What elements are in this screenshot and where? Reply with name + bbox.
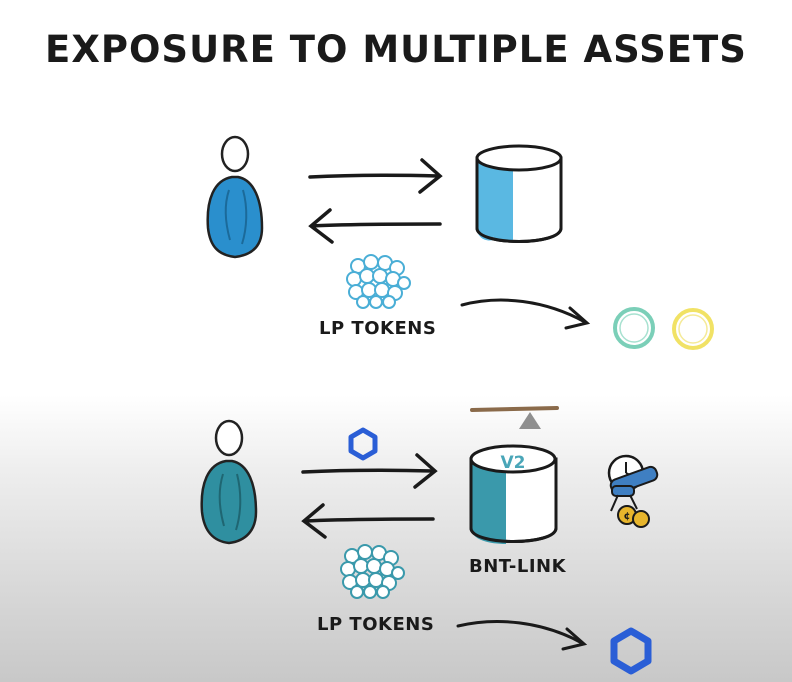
person-icon	[206, 135, 264, 259]
oracle-clock-icon: ¢	[607, 454, 659, 528]
balance-scale-icon	[470, 406, 559, 429]
svg-text:¢: ¢	[624, 511, 631, 522]
curved-arrow-icon	[460, 298, 591, 330]
cylinder-pool-icon: V2	[469, 444, 558, 544]
arrow-right-icon	[308, 158, 443, 194]
arrow-left-icon	[308, 208, 442, 244]
lp-tokens-icon	[346, 254, 411, 309]
pool-name-label: BNT-LINK	[469, 556, 567, 577]
hexagon-link-icon	[610, 627, 652, 675]
lp-tokens-label: LP TOKENS	[317, 614, 435, 635]
cylinder-pool-icon	[475, 144, 563, 243]
arrow-left-icon	[301, 503, 435, 539]
curved-arrow-icon	[456, 620, 588, 651]
hexagon-link-icon	[348, 427, 378, 461]
page-title: EXPOSURE TO MULTIPLE ASSETS	[45, 28, 747, 71]
coin-outline-icon	[672, 308, 714, 350]
lp-tokens-label: LP TOKENS	[319, 318, 437, 339]
arrow-right-icon	[301, 453, 438, 489]
coin-outline-icon	[613, 307, 655, 349]
lp-tokens-icon	[340, 544, 405, 599]
pool-version-label: V2	[501, 453, 526, 473]
person-icon	[200, 419, 258, 545]
